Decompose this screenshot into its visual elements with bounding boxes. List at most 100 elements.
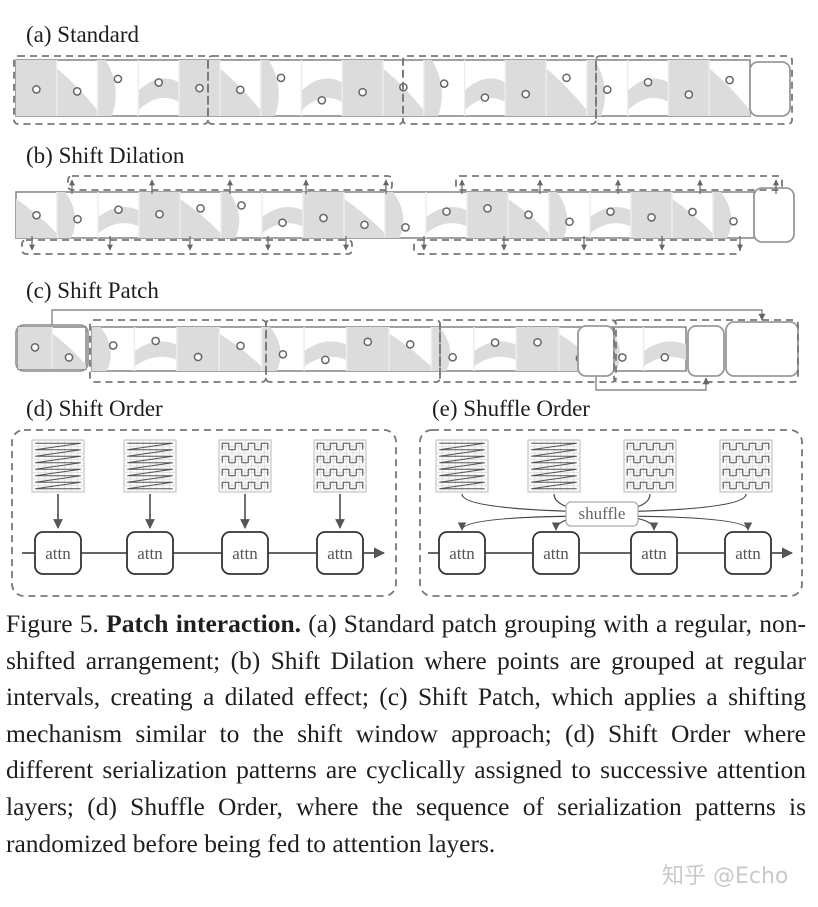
attn-layer-box: [221, 531, 269, 575]
point-marker: [155, 209, 164, 219]
attn-layer-box: [316, 531, 364, 575]
point-marker: [490, 338, 500, 347]
pattern-curve: [531, 442, 577, 490]
strip-band: [344, 198, 385, 238]
dilated-group-lower: [21, 239, 353, 255]
strip-band: [709, 68, 750, 116]
point-marker: [405, 340, 415, 349]
pattern-curve: [722, 442, 770, 490]
point-marker: [401, 223, 410, 232]
attn-layer-box: [630, 531, 678, 575]
point-marker: [442, 207, 451, 216]
caption-body: (a) Standard patch grouping with a regul…: [6, 609, 807, 858]
strip-band: [346, 327, 389, 371]
strip-band: [260, 60, 279, 116]
point-marker: [73, 214, 82, 224]
shuffle-order-frame: [419, 429, 803, 597]
strip-band: [426, 207, 467, 234]
strip-band: [516, 327, 559, 371]
patch-group-box: [439, 319, 617, 383]
point-marker: [235, 85, 245, 95]
strip-band: [549, 192, 568, 238]
patch-group-box: [89, 319, 267, 383]
point-marker: [278, 218, 287, 228]
strip-band: [304, 341, 347, 367]
point-marker: [276, 73, 286, 83]
shuffle-box: [565, 501, 639, 527]
point-marker: [319, 213, 328, 223]
strip-band: [97, 60, 116, 116]
pattern-curve: [626, 442, 674, 490]
strip-band: [467, 192, 508, 238]
attn-layer-label: attn: [137, 544, 163, 563]
pattern-curve: [316, 442, 364, 490]
patch-group-box: [265, 319, 441, 383]
attn-layer-label: attn: [641, 544, 667, 563]
point-marker: [108, 341, 118, 350]
strip-band: [505, 60, 547, 116]
point-marker: [237, 201, 246, 210]
serialization-pattern-icon: [527, 439, 581, 493]
attn-layer-label: attn: [232, 544, 258, 563]
strip-band: [134, 341, 177, 367]
point-marker: [562, 73, 571, 83]
attn-layer-label: attn: [543, 544, 569, 563]
caption-bold-title: Patch interaction.: [106, 609, 302, 638]
pad-block: [725, 321, 799, 377]
point-marker: [533, 337, 542, 347]
point-marker: [154, 78, 164, 87]
serialization-pattern-icon: [435, 439, 489, 493]
attn-layer-box: [126, 531, 174, 575]
point-marker: [278, 349, 288, 359]
pattern-curve: [35, 442, 81, 490]
panel-b-label: (b) Shift Dilation: [26, 143, 185, 168]
point-strip: [15, 59, 751, 117]
strip-band: [52, 333, 86, 369]
point-marker: [618, 353, 627, 362]
point-marker: [236, 341, 245, 351]
point-marker: [363, 337, 373, 347]
watermark: 知乎 @Echo: [662, 864, 789, 889]
point-marker: [358, 87, 367, 97]
panel-d-label: (d) Shift Order: [26, 396, 163, 421]
strip-band: [301, 78, 343, 111]
point-strip: [15, 191, 755, 239]
point-marker: [360, 220, 369, 230]
strip-band: [713, 192, 732, 238]
point-marker: [606, 207, 615, 217]
pattern-curve: [127, 442, 173, 490]
strip-band: [176, 327, 220, 371]
shift-order-frame: [11, 429, 397, 597]
panel-a-label: (a) Standard: [26, 22, 140, 47]
panel-e-label: (e) Shuffle Order: [432, 396, 590, 421]
strip-band: [138, 78, 180, 111]
strip-band: [57, 192, 76, 238]
point-marker: [483, 204, 492, 213]
strip-band: [221, 192, 240, 238]
attn-layer-box: [532, 531, 580, 575]
point-marker: [193, 352, 203, 362]
point-marker: [660, 352, 670, 362]
shift-dilation-row: [15, 175, 795, 255]
point-marker: [725, 75, 734, 85]
point-marker: [113, 74, 123, 84]
shifted-cell: [577, 325, 615, 377]
shuffle-label: shuffle: [579, 504, 626, 523]
point-marker: [114, 205, 123, 215]
point-marker: [688, 207, 697, 217]
point-marker: [195, 83, 204, 93]
point-marker: [729, 216, 738, 226]
strip-band: [546, 68, 587, 116]
point-strip: [17, 326, 87, 370]
pattern-curve: [221, 442, 269, 490]
serialization-pattern-icon: [123, 439, 177, 493]
shift-patch-row: [15, 309, 799, 391]
point-marker: [684, 90, 694, 99]
point-marker: [196, 204, 205, 213]
point-marker: [64, 353, 74, 362]
attn-layer-box: [34, 531, 82, 575]
attn-layer-box: [438, 531, 486, 575]
strip-band: [627, 78, 669, 111]
point-marker: [521, 89, 531, 99]
